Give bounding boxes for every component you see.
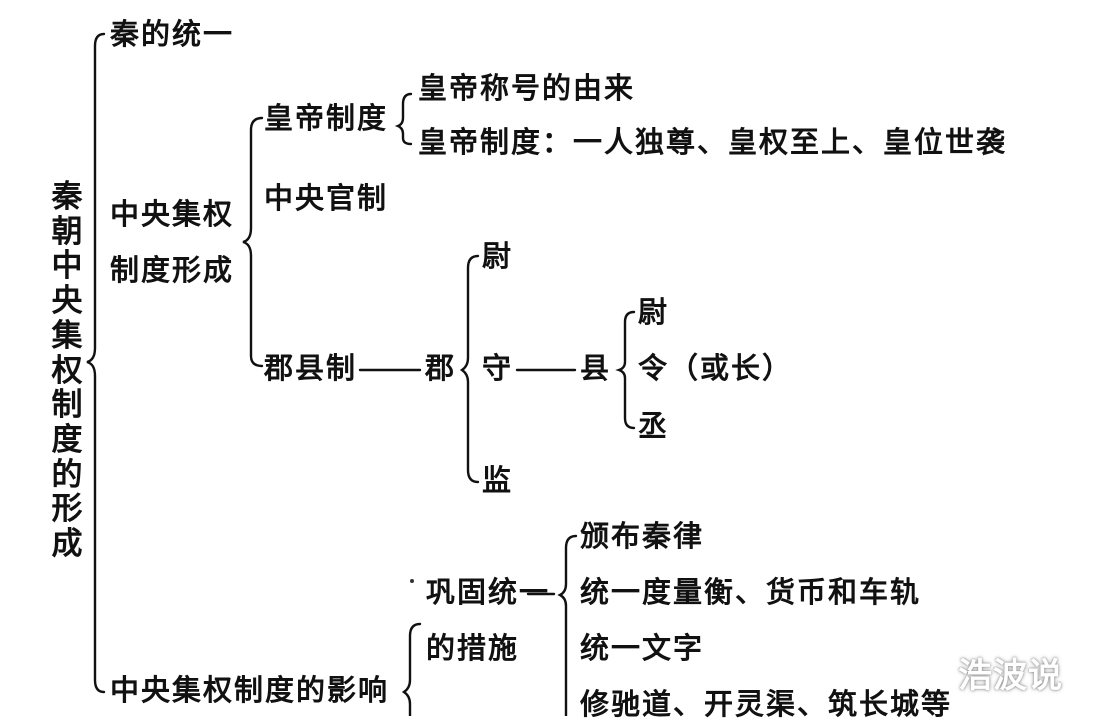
node-central-officials: 中央官制 — [264, 181, 389, 215]
node-commandery: 郡 — [425, 351, 457, 385]
root-brace — [86, 32, 106, 694]
commandery-official: 守 — [482, 351, 514, 385]
node-emperor-system: 皇帝制度 — [264, 101, 389, 135]
commandery-brace — [459, 254, 480, 484]
node-formation-line1: 中央集权 — [110, 197, 235, 231]
measure-item: 统一文字 — [580, 631, 705, 665]
measure-item: 颁布秦律 — [580, 519, 705, 553]
node-influence: 中央集权制度的影响 — [110, 673, 390, 707]
node-prefecture-county: 郡县制 — [264, 351, 358, 385]
commandery-official: 监 — [482, 463, 514, 497]
commandery-official: 尉 — [482, 239, 514, 273]
influence-brace — [401, 622, 422, 716]
emperor-brace — [394, 92, 413, 146]
root-title: 秦朝中央集权制度的形成 — [51, 179, 83, 563]
measure-item: 统一度量衡、货币和车轨 — [580, 575, 922, 609]
formation-brace — [242, 116, 264, 368]
county-official: 令（或长） — [638, 351, 794, 385]
measures-brace — [557, 534, 578, 716]
measure-item: 修驰道、开灵渠、筑长城等 — [580, 687, 953, 721]
county-official: 尉 — [638, 295, 670, 329]
node-measures-line2: 的措施 — [426, 631, 520, 665]
node-measures-line1: 巩固统一 — [426, 575, 551, 609]
watermark: 浩波说 — [958, 656, 1063, 696]
county-brace — [615, 310, 636, 430]
county-official: 丞 — [638, 409, 670, 443]
node-unification: 秦的统一 — [110, 17, 235, 51]
node-system-desc: 皇帝制度：一人独尊、皇权至上、皇位世袭 — [418, 125, 1008, 159]
node-title-origin: 皇帝称号的由来 — [418, 71, 636, 105]
node-county: 县 — [580, 351, 612, 385]
stray-dot — [410, 579, 414, 583]
node-formation-line2: 制度形成 — [110, 253, 235, 287]
